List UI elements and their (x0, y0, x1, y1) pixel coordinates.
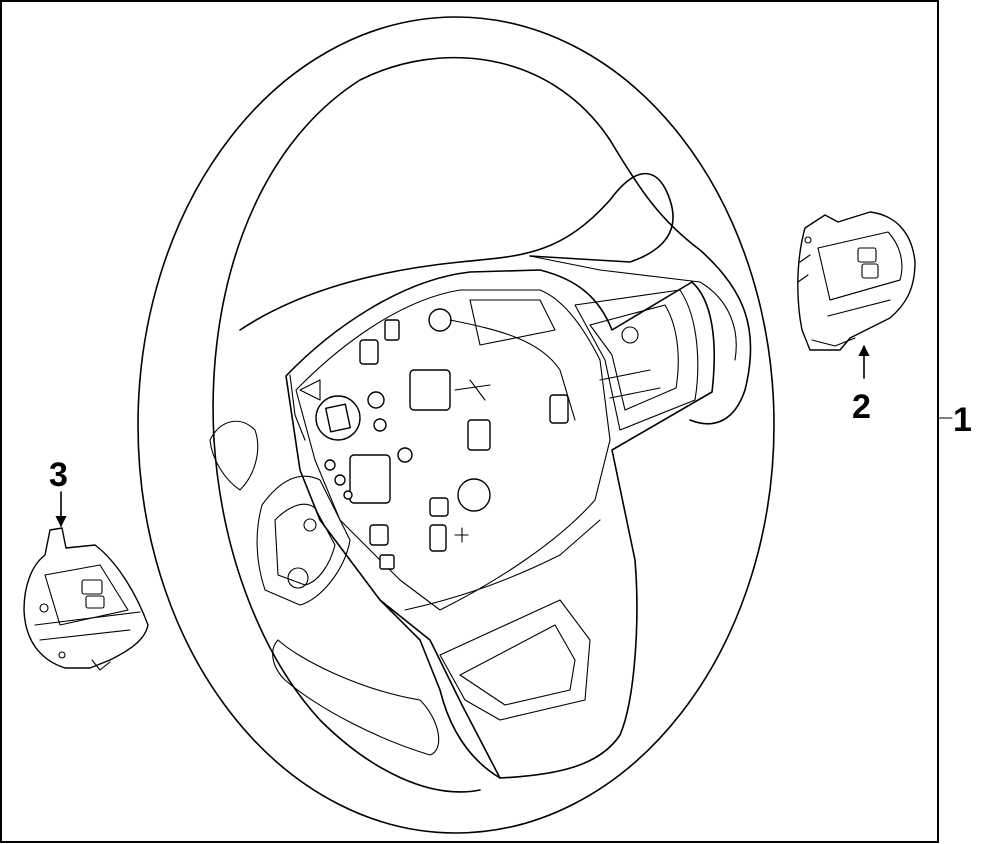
diagram-frame (0, 0, 939, 843)
hub-outline (285, 269, 715, 779)
hub-face (295, 289, 611, 611)
upper-shoulder-edge (529, 255, 737, 361)
callout-3: 3 (49, 456, 68, 528)
callout-3-label: 3 (49, 456, 68, 494)
callout-2-label: 2 (852, 388, 871, 426)
hub-details (289, 299, 576, 570)
wheel-rim-inner-lower (213, 439, 481, 793)
right-switch-body (797, 211, 916, 351)
callout-1-label: 1 (953, 401, 972, 439)
upper-shoulder (239, 172, 674, 331)
lower-grip (272, 639, 440, 756)
left-spoke-pocket (256, 475, 351, 606)
lower-spoke (379, 599, 501, 779)
callout-2: 2 (852, 344, 871, 426)
wheel-rim-outer (137, 16, 775, 834)
right-switch-assembly (797, 211, 916, 351)
steering-wheel-assembly (137, 16, 775, 834)
left-grip (209, 420, 259, 491)
left-switch-assembly (23, 527, 149, 671)
callout-1: 1 (937, 401, 972, 439)
wheel-rim-inner (212, 56, 752, 441)
right-spoke-pocket (574, 289, 699, 431)
